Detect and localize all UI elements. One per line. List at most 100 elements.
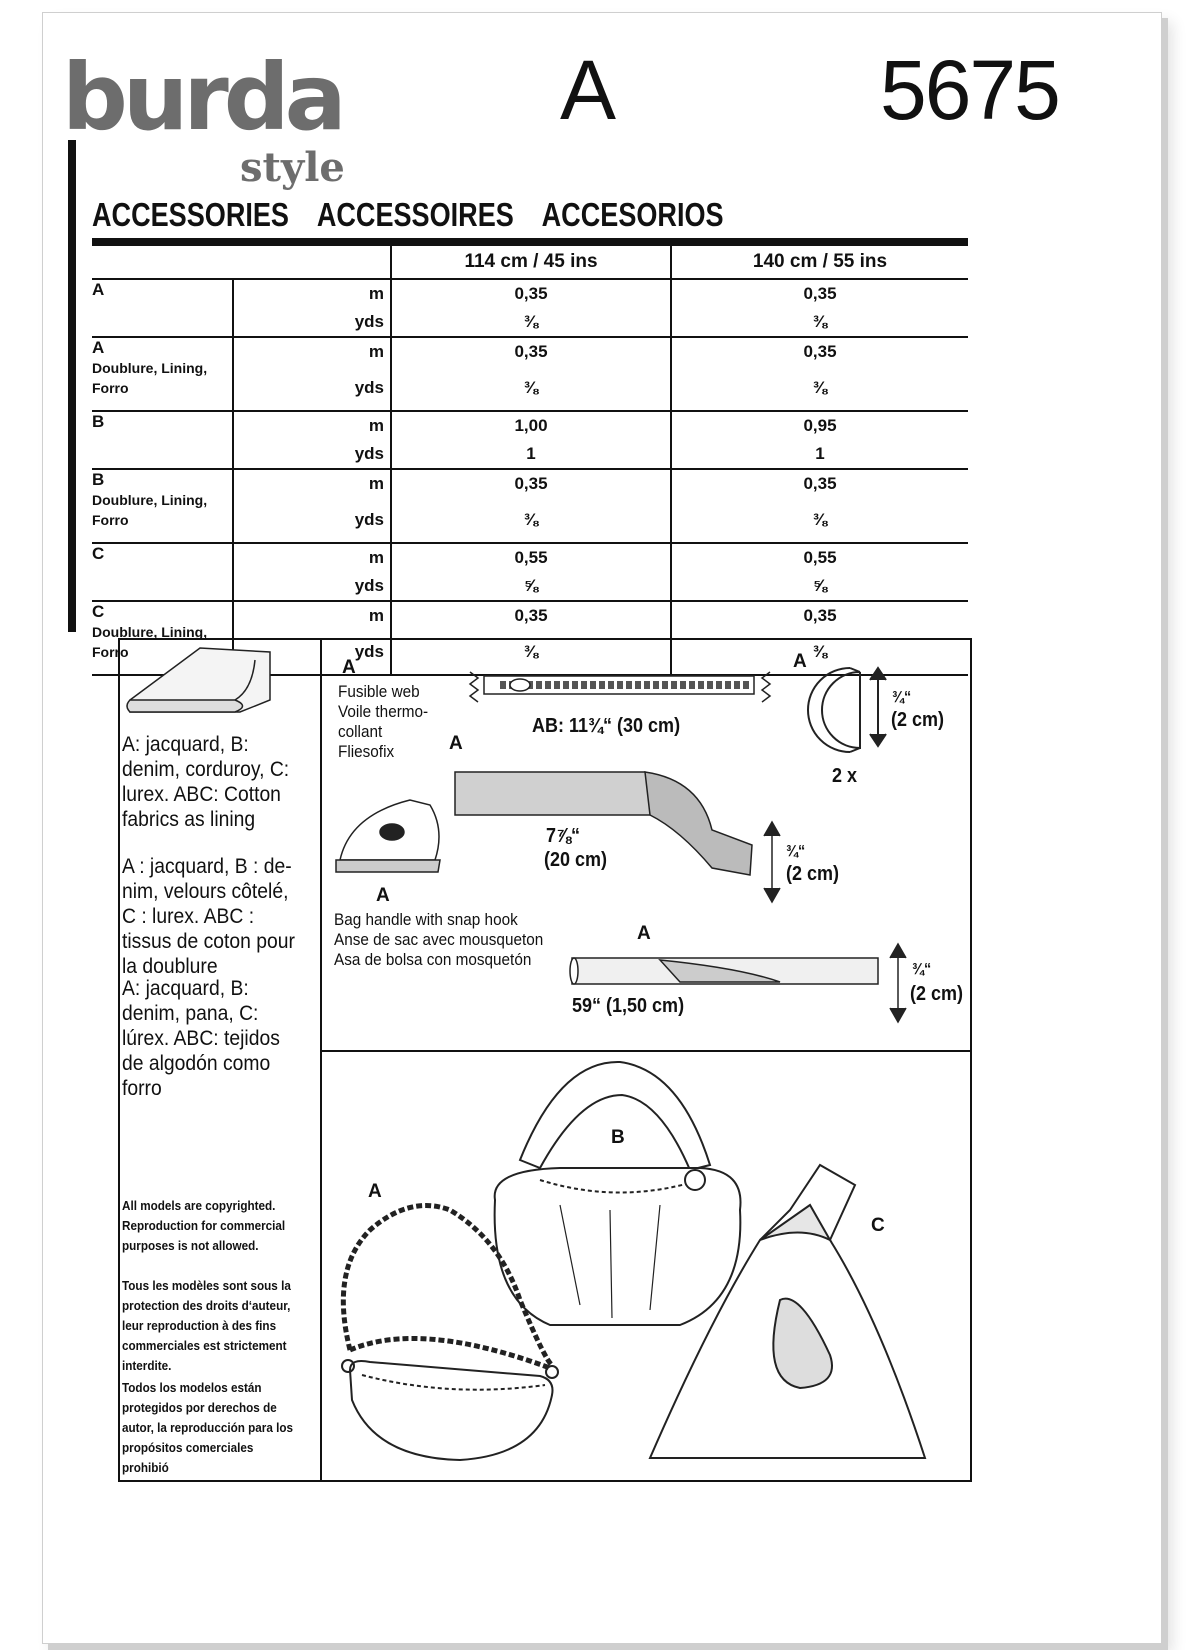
unit-m: m xyxy=(368,548,384,567)
handle-width-cm: (2 cm) xyxy=(910,983,964,1005)
handle-line-1: Bag handle with snap hook xyxy=(334,910,518,929)
unit-yds: yds xyxy=(354,312,384,331)
handle-line-2: Anse de sac avec mousqueton xyxy=(334,930,544,949)
zipper-length: AB: 11¾“ (30 cm) xyxy=(532,715,681,737)
tape-width-cm: (2 cm) xyxy=(786,863,840,885)
value-140-yds: ⅜ xyxy=(812,378,828,397)
row-view-letter: B xyxy=(92,412,105,431)
value-140-m: 0,35 xyxy=(803,342,837,361)
handle-width: ¾“ xyxy=(912,961,932,978)
title-rule xyxy=(92,238,968,246)
value-140-cell: 0,35 ⅜ xyxy=(670,337,968,412)
section-title: ACCESSORIES ACCESSOIRES ACCESORIOS xyxy=(92,196,745,234)
d-ring-illustration xyxy=(807,666,887,753)
notions-box xyxy=(118,638,972,1482)
fusible-view-label: A xyxy=(342,657,356,678)
unit-m: m xyxy=(368,284,384,303)
fabric-fold-illustration xyxy=(126,647,271,713)
bag-c-illustration xyxy=(648,1163,927,1459)
fusible-line-1: Fusible web xyxy=(338,682,420,701)
value-114-m: 0,35 xyxy=(514,474,548,493)
value-114-yds: ⅜ xyxy=(523,642,539,661)
value-114-yds: ⅝ xyxy=(523,576,539,595)
iron-illustration xyxy=(335,799,441,873)
unit-yds: yds xyxy=(354,378,384,397)
row-view-letter: B xyxy=(92,470,105,489)
value-114-cell: 0,55 ⅝ xyxy=(390,543,671,602)
zipper-illustration xyxy=(468,671,772,703)
tape-view-label: A xyxy=(449,733,463,754)
row-view-letter: C xyxy=(92,602,105,621)
copyright-es: Todos los modelos están protegi­dos por … xyxy=(122,1380,293,1475)
value-140-yds: 1 xyxy=(815,444,825,463)
row-view-letter: A xyxy=(92,338,105,357)
ring-quantity: 2 x xyxy=(832,765,858,787)
title-en: ACCESSORIES xyxy=(92,196,289,233)
value-114-m: 0,35 xyxy=(514,284,548,303)
view-a-label: A xyxy=(368,1181,382,1202)
title-fr: ACCESSOIRES xyxy=(316,196,514,233)
row-view-letter: C xyxy=(92,544,105,563)
handle-strip-illustration xyxy=(569,942,907,1024)
view-c-label: C xyxy=(871,1215,885,1236)
tape-width: ¾“ xyxy=(786,843,806,860)
tape-length-cm: (20 cm) xyxy=(544,849,608,871)
yardage-header-row: 114 cm / 45 ins 140 cm / 55 ins xyxy=(92,246,968,280)
fusible-line-4: Fliesofix xyxy=(338,742,395,761)
value-140-yds: ⅝ xyxy=(812,576,828,595)
value-114-yds: 1 xyxy=(526,444,536,463)
row-view-cell: C xyxy=(92,543,233,602)
ring-size: ¾“ xyxy=(892,689,912,706)
value-140-m: 0,35 xyxy=(803,284,837,303)
bag-b-illustration xyxy=(493,1060,742,1326)
fabric-suggestions-fr: A : jacquard, B : de­nim, velours côtelé… xyxy=(122,855,295,978)
handle-view-label: A xyxy=(637,923,651,944)
unit-yds: yds xyxy=(354,444,384,463)
fusible-tape-illustration xyxy=(454,771,781,904)
value-114-cell: 0,35 ⅜ xyxy=(390,279,671,338)
pattern-number: 5675 xyxy=(880,43,1061,137)
unit-m: m xyxy=(368,342,384,361)
row-units-cell: m yds xyxy=(232,279,391,338)
value-140-m: 0,55 xyxy=(803,548,837,567)
value-140-m: 0,35 xyxy=(803,606,837,625)
logo-subtitle: style xyxy=(240,144,345,191)
view-letter: A xyxy=(560,43,617,137)
ring-view-label: A xyxy=(793,651,807,672)
copyright-en: All models are copyrighted. Reproduction… xyxy=(122,1198,286,1253)
row-units-cell: m yds xyxy=(232,337,391,412)
fusible-line-2: Voile thermo- xyxy=(338,702,429,721)
value-140-cell: 0,95 1 xyxy=(670,411,968,470)
bag-a-illustration xyxy=(340,1203,559,1462)
fusible-line-3: collant xyxy=(338,722,383,741)
value-140-cell: 0,55 ⅝ xyxy=(670,543,968,602)
row-view-cell: A xyxy=(92,279,233,338)
fabric-suggestions-es: A: jacquard, B: denim, pana, C: lúrex. A… xyxy=(122,977,280,1100)
value-140-m: 0,95 xyxy=(803,416,837,435)
unit-m: m xyxy=(368,416,384,435)
fabric-suggestions-en: A: jacquard, B: denim, corduroy, C: lure… xyxy=(122,733,290,831)
value-114-m: 0,55 xyxy=(514,548,548,567)
iron-view-label: A xyxy=(376,885,390,906)
unit-yds: yds xyxy=(354,642,384,661)
box-divider-horizontal xyxy=(320,1050,970,1052)
value-114-yds: ⅜ xyxy=(523,312,539,331)
burda-style-logo: burda style xyxy=(62,52,362,210)
value-140-yds: ⅜ xyxy=(812,642,828,661)
ring-size-cm: (2 cm) xyxy=(891,709,945,731)
width-140-header: 140 cm / 55 ins xyxy=(670,246,968,280)
value-114-m: 0,35 xyxy=(514,606,548,625)
value-114-m: 0,35 xyxy=(514,342,548,361)
